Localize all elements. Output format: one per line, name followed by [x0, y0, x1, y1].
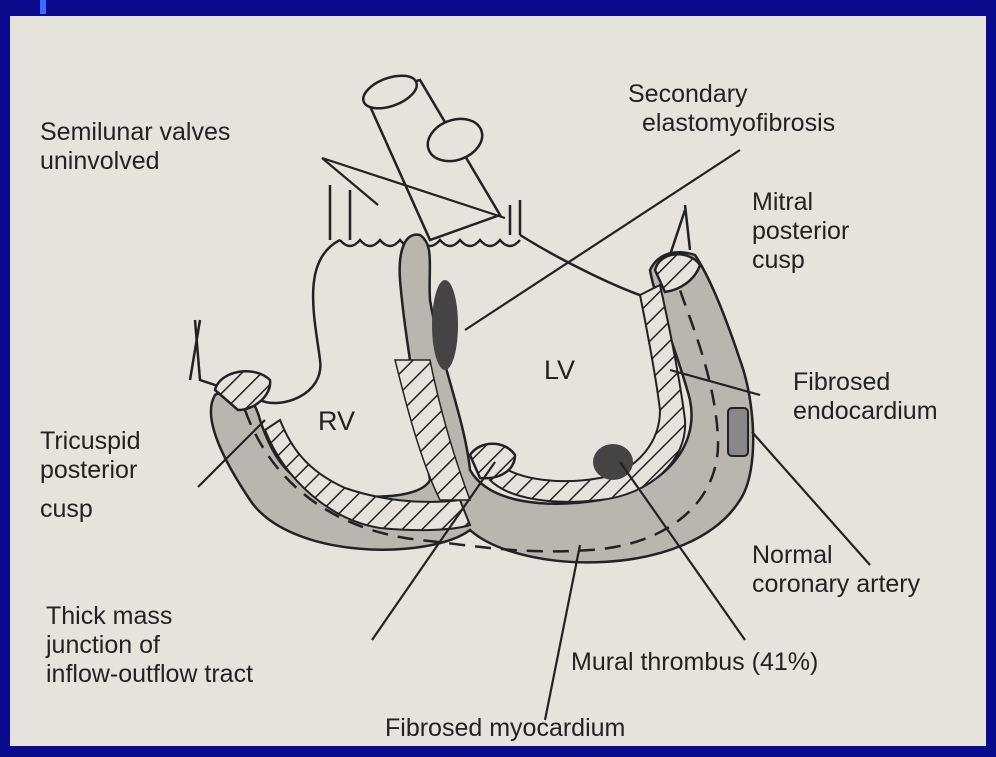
thick-mass-junction	[468, 442, 517, 480]
label-fibrosed-myocardium: Fibrosed myocardium	[385, 714, 626, 742]
label-normal-coronary-artery: Normal coronary artery	[752, 541, 921, 598]
diagram-panel	[10, 16, 986, 746]
rv-endocardial-fibrosis	[263, 418, 472, 532]
elastomyofibrosis-lesion	[432, 280, 458, 370]
label-fibrosed-endocardium: Fibrosed endocardium	[793, 368, 938, 425]
leader-lines	[197, 149, 871, 721]
tricuspid-cusp-shape	[213, 370, 272, 412]
label-lv: LV	[544, 355, 576, 385]
great-vessel-tube	[362, 74, 502, 242]
label-semilunar-valves: Semilunar valves uninvolved	[40, 118, 231, 175]
rv-outline	[193, 238, 341, 405]
semilunar-valves	[328, 185, 522, 248]
lv-endocardial-fibrosis	[488, 283, 687, 503]
coronary-artery-shape	[727, 407, 749, 457]
tricuspid-leaflet-tail	[188, 319, 202, 381]
fibrosed-myocardium-line	[243, 289, 720, 553]
mitral-cusp-shape	[653, 253, 702, 294]
label-secondary-elastomyofibrosis: Secondary elastomyofibrosis	[628, 80, 836, 137]
label-tricuspid-posterior-cusp: Tricuspid posterior cusp	[40, 427, 141, 523]
label-mitral-posterior-cusp: Mitral posterior cusp	[752, 188, 850, 274]
mural-thrombus-shape	[593, 444, 633, 480]
label-mural-thrombus: Mural thrombus (41%)	[571, 648, 819, 676]
mitral-leaflet-tail	[683, 204, 692, 251]
label-rv: RV	[318, 406, 356, 436]
top-accent-bar	[40, 0, 46, 14]
label-thick-mass-junction: Thick mass junction of inflow-outflow tr…	[46, 602, 254, 688]
